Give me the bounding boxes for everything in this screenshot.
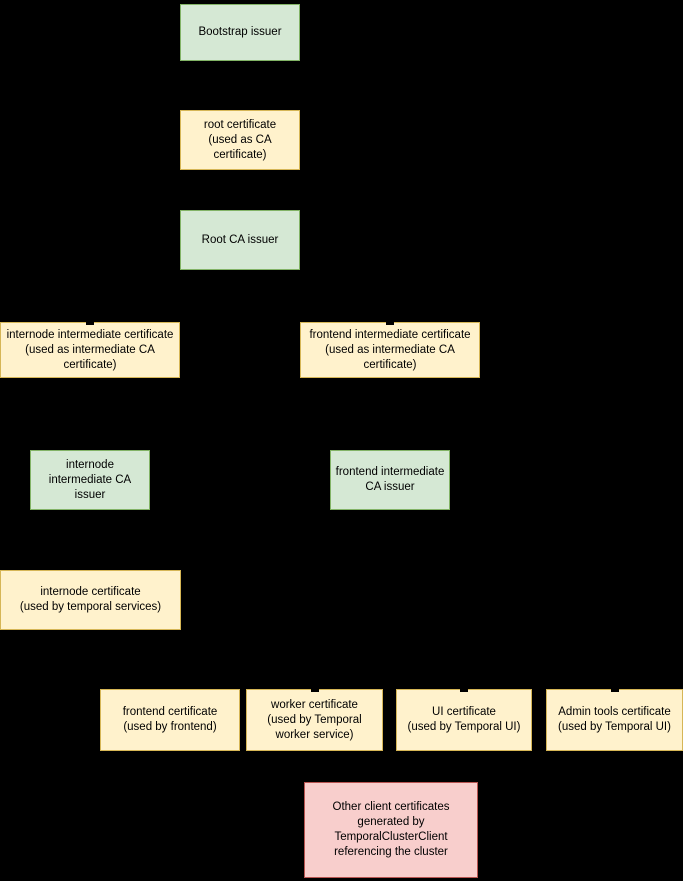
- node-label: worker certificate (used by Temporal wor…: [267, 698, 362, 741]
- node-label: Other client certificates generated by T…: [332, 801, 450, 858]
- node-label: UI certificate (used by Temporal UI): [407, 706, 521, 733]
- node-label: frontend intermediate CA issuer: [335, 466, 445, 493]
- arrowhead-notch: [86, 321, 94, 325]
- internode-intermediate-certificate-node: internode intermediate certificate (used…: [0, 321, 180, 378]
- node-label: Admin tools certificate (used by Tempora…: [558, 706, 671, 733]
- arrowhead-notch: [460, 688, 468, 692]
- root-ca-issuer-node: Root CA issuer: [180, 210, 300, 270]
- ui-certificate-node: UI certificate (used by Temporal UI): [396, 688, 532, 751]
- node-label: frontend certificate (used by frontend): [122, 706, 218, 733]
- root-certificate-node: root certificate (used as CA certificate…: [180, 110, 300, 170]
- frontend-intermediate-certificate-node: frontend intermediate certificate (used …: [300, 321, 480, 378]
- node-label: internode certificate (used by temporal …: [19, 586, 162, 613]
- node-label: Root CA issuer: [201, 233, 279, 246]
- frontend-intermediate-ca-issuer-node: frontend intermediate CA issuer: [330, 450, 450, 510]
- admin-tools-certificate-node: Admin tools certificate (used by Tempora…: [546, 688, 683, 751]
- arrowhead-notch: [386, 321, 394, 325]
- worker-certificate-node: worker certificate (used by Temporal wor…: [246, 688, 383, 751]
- node-label: internode intermediate CA issuer: [48, 458, 132, 501]
- node-label: root certificate (used as CA certificate…: [203, 118, 277, 161]
- frontend-certificate-node: frontend certificate (used by frontend): [100, 689, 240, 751]
- internode-intermediate-ca-issuer-node: internode intermediate CA issuer: [30, 450, 150, 510]
- other-client-certificates-node: Other client certificates generated by T…: [304, 782, 478, 878]
- internode-certificate-node: internode certificate (used by temporal …: [0, 570, 181, 630]
- arrowhead-notch: [310, 688, 319, 692]
- node-label: internode intermediate certificate (used…: [6, 328, 174, 371]
- node-label: Bootstrap issuer: [198, 26, 282, 38]
- node-label: frontend intermediate certificate (used …: [309, 328, 471, 371]
- bootstrap-issuer-node: Bootstrap issuer: [180, 4, 300, 61]
- arrowhead-notch: [610, 688, 619, 692]
